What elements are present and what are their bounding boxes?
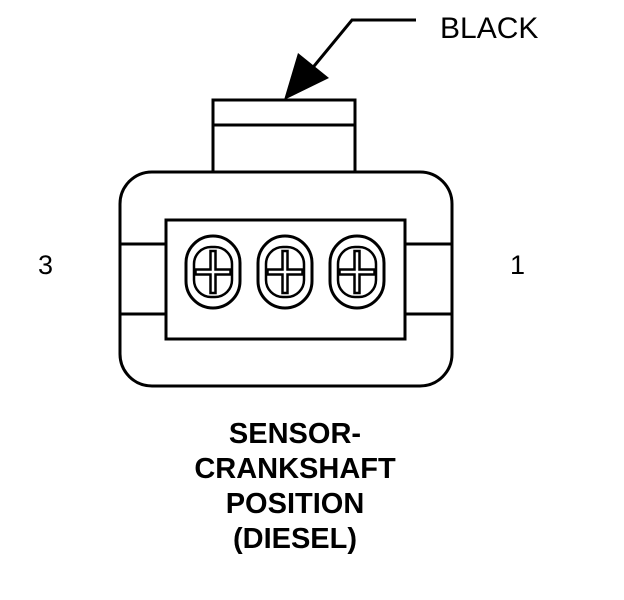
pin-number-right: 1 — [510, 250, 526, 280]
title-line: POSITION — [225, 488, 365, 520]
connector-lock-tab — [211, 98, 357, 174]
wire-color-label: BLACK — [440, 12, 539, 45]
leader-arrowhead — [284, 53, 329, 100]
title-line: CRANKSHAFT — [194, 453, 396, 485]
terminal-slot — [184, 234, 242, 310]
terminal-slot — [256, 234, 314, 310]
title-line: SENSOR- — [228, 418, 362, 450]
terminals — [184, 234, 386, 310]
wire-color-leader — [284, 18, 416, 100]
pin-number-left: 3 — [38, 250, 54, 280]
connector-side-rails — [120, 242, 452, 316]
terminal-slot — [328, 234, 386, 310]
component-title: SENSOR- CRANKSHAFT POSITION (DIESEL) — [150, 417, 440, 557]
title-line: (DIESEL) — [232, 523, 358, 555]
